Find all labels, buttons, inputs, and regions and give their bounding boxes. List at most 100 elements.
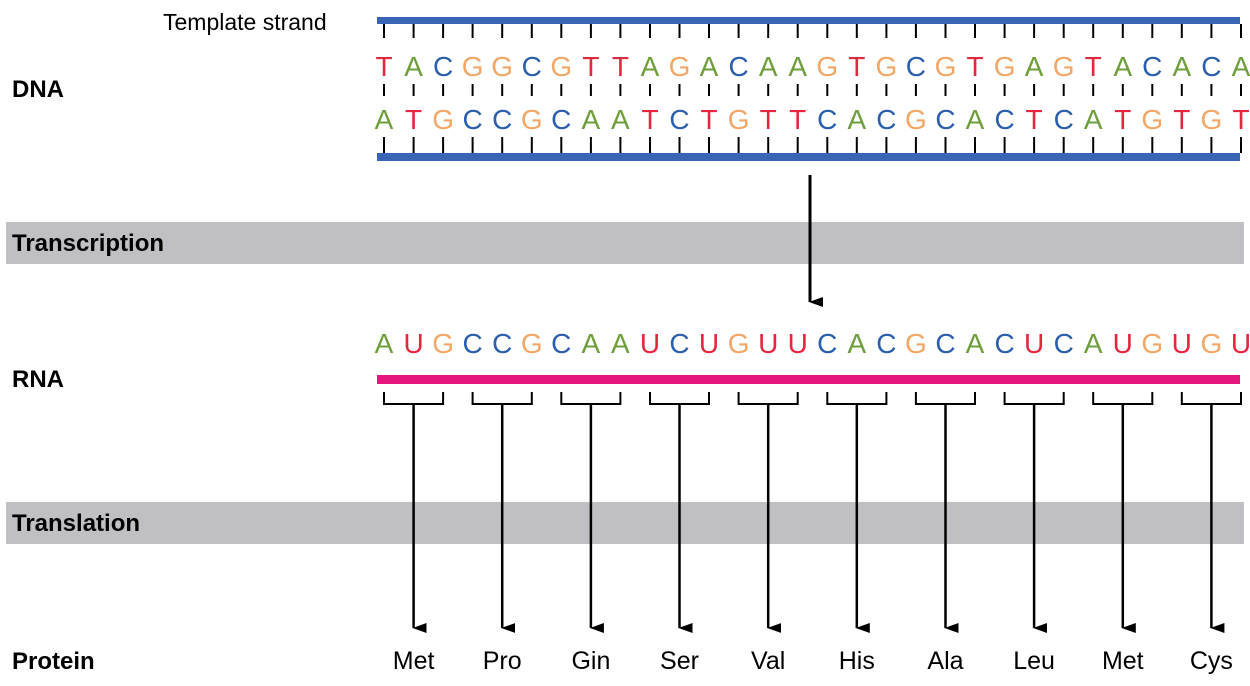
coding-base: C	[935, 104, 955, 135]
template-base: C	[1201, 51, 1221, 82]
template-base: A	[404, 51, 423, 82]
template-base: A	[788, 51, 807, 82]
rna-base: G	[1141, 328, 1163, 359]
rna-base: A	[582, 328, 601, 359]
coding-base: T	[789, 104, 806, 135]
template-base: G	[816, 51, 838, 82]
codon-bracket	[1180, 392, 1242, 405]
coding-base: C	[876, 104, 896, 135]
coding-base: T	[1114, 104, 1131, 135]
amino-acid-label: Met	[1102, 647, 1144, 675]
coding-base: G	[905, 104, 927, 135]
template-base: G	[462, 51, 484, 82]
amino-acid-label: Leu	[1013, 647, 1055, 675]
template-base: A	[1025, 51, 1044, 82]
coding-base: T	[1026, 104, 1043, 135]
rna-base: C	[551, 328, 571, 359]
coding-base: T	[405, 104, 422, 135]
rna-base: U	[1172, 328, 1192, 359]
template-base: G	[669, 51, 691, 82]
template-strand-label: Template strand	[163, 9, 327, 35]
rna-base: G	[728, 328, 750, 359]
rna-base: C	[935, 328, 955, 359]
coding-base: A	[966, 104, 985, 135]
template-base: G	[876, 51, 898, 82]
rna-base: C	[817, 328, 837, 359]
rna-base: G	[432, 328, 454, 359]
coding-base: G	[1141, 104, 1163, 135]
amino-acid-label: Val	[751, 647, 785, 675]
template-base: C	[728, 51, 748, 82]
template-base: C	[1142, 51, 1162, 82]
coding-base: G	[432, 104, 454, 135]
rna-base: U	[640, 328, 660, 359]
rna-base: G	[1201, 328, 1223, 359]
rna-base: G	[905, 328, 927, 359]
codon-brackets	[383, 392, 1242, 405]
translation-label: Translation	[12, 510, 140, 537]
translation-band	[6, 502, 1244, 544]
transcription-label: Transcription	[12, 230, 164, 257]
coding-base: T	[1173, 104, 1190, 135]
rna-base: U	[1024, 328, 1044, 359]
coding-base: C	[462, 104, 482, 135]
codon-bracket	[471, 392, 533, 405]
rna-base: C	[876, 328, 896, 359]
codon-bracket	[560, 392, 622, 405]
rna-base: U	[1113, 328, 1133, 359]
coding-strand-ticks	[383, 137, 1242, 153]
codon-bracket	[1003, 392, 1065, 405]
template-base: A	[700, 51, 719, 82]
coding-base: T	[1232, 104, 1249, 135]
codon-bracket	[914, 392, 976, 405]
coding-base: A	[611, 104, 630, 135]
rna-base: A	[847, 328, 866, 359]
rna-base: A	[611, 328, 630, 359]
rna-base: U	[758, 328, 778, 359]
codon-bracket	[826, 392, 888, 405]
template-base: C	[433, 51, 453, 82]
coding-base: A	[847, 104, 866, 135]
codon-bracket	[383, 392, 445, 405]
amino-acid-label: Ala	[927, 647, 963, 675]
template-base: A	[759, 51, 778, 82]
codon-bracket	[649, 392, 710, 405]
codon-bracket	[737, 392, 799, 405]
coding-base: G	[728, 104, 750, 135]
template-base: G	[491, 51, 513, 82]
rna-base: C	[669, 328, 689, 359]
coding-base: T	[641, 104, 658, 135]
template-base: T	[966, 51, 983, 82]
template-base: C	[522, 51, 542, 82]
rna-base: U	[1231, 328, 1250, 359]
template-base: T	[582, 51, 599, 82]
template-base: G	[1053, 51, 1075, 82]
template-base: G	[550, 51, 572, 82]
coding-base: T	[760, 104, 777, 135]
template-base: A	[1232, 51, 1250, 82]
coding-base: A	[375, 104, 394, 135]
coding-base: A	[582, 104, 601, 135]
rna-base: C	[492, 328, 512, 359]
amino-acid-label: His	[839, 647, 875, 675]
coding-base: C	[492, 104, 512, 135]
rna-base: A	[966, 328, 985, 359]
rna-base: U	[403, 328, 423, 359]
rna-base: A	[1084, 328, 1103, 359]
coding-base: C	[817, 104, 837, 135]
rna-label: RNA	[12, 366, 64, 393]
translation-arrows	[412, 404, 1225, 633]
amino-acid-label: Ser	[660, 647, 699, 675]
amino-acid-label: Pro	[483, 647, 522, 675]
protein-label: Protein	[12, 648, 95, 675]
template-base: T	[375, 51, 392, 82]
coding-base: C	[994, 104, 1014, 135]
template-base: A	[1113, 51, 1132, 82]
coding-base: C	[551, 104, 571, 135]
base-pair-ticks	[383, 84, 1242, 96]
